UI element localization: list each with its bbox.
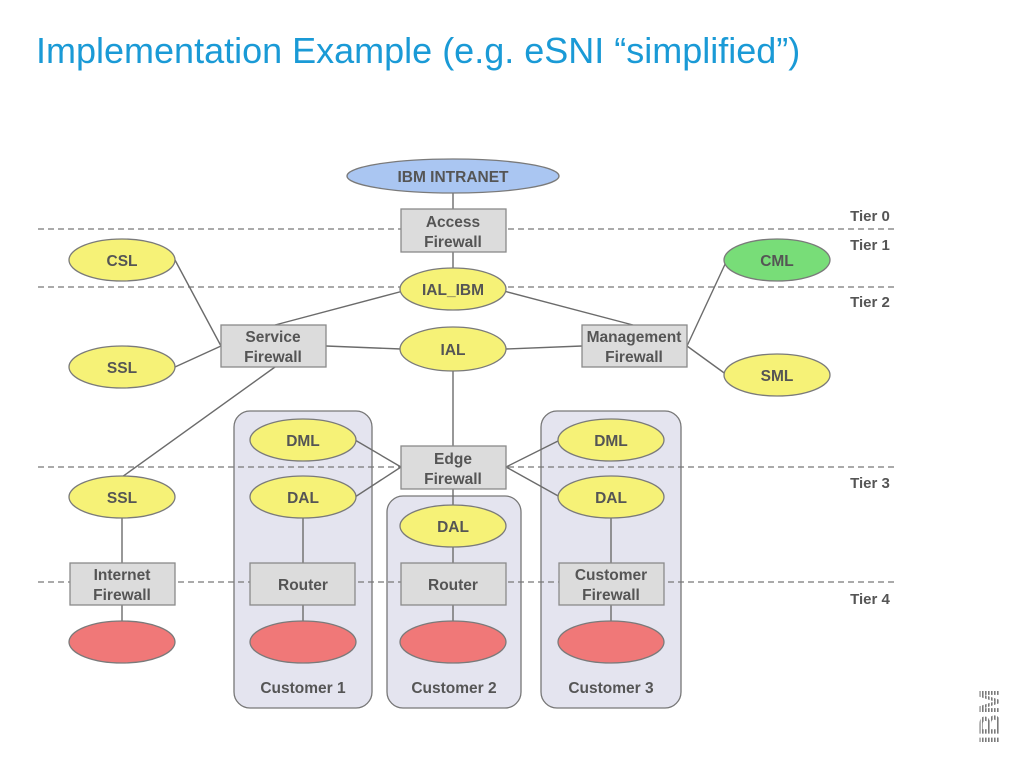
customer-2-label: Customer 2 — [411, 680, 496, 697]
ial-label: IAL — [441, 342, 466, 359]
tier-0-label: Tier 0 — [850, 208, 890, 225]
connector-ssl-service — [174, 345, 222, 368]
connector-dml1-edge — [354, 439, 402, 468]
service-firewall-line-2: Firewall — [244, 349, 302, 366]
dml-customer-1-node: DML — [249, 418, 357, 462]
internet-endpoint-node — [68, 620, 176, 664]
tier-4-label: Tier 4 — [850, 591, 890, 608]
connector-csl-service — [174, 259, 222, 347]
edge-firewall-node: Edge Firewall — [400, 445, 507, 490]
ibm-intranet-label: IBM INTRANET — [397, 169, 509, 186]
ssl-lower-label: SSL — [107, 490, 137, 507]
dal-customer-3-node: DAL — [557, 475, 665, 519]
customer-firewall-line-2: Firewall — [582, 587, 640, 604]
access-firewall-line-2: Firewall — [424, 234, 482, 251]
ial-ibm-node: IAL_IBM — [399, 267, 507, 311]
customer-3-endpoint-node — [557, 620, 665, 664]
connector-edge-dml3 — [505, 439, 561, 468]
connector-service-ssl-lower — [121, 366, 276, 478]
connector-edge-dal3 — [505, 466, 561, 498]
internet-firewall-line-1: Internet — [94, 567, 151, 584]
connector-management-sml — [686, 345, 728, 376]
edge-firewall-line-1: Edge — [434, 451, 472, 468]
dal-customer-1-node: DAL — [249, 475, 357, 519]
dml-customer-3-label: DML — [594, 433, 628, 450]
management-firewall-node: Management Firewall — [581, 324, 688, 368]
sml-node: SML — [723, 353, 831, 397]
dal-customer-2-node: DAL — [399, 504, 507, 548]
access-firewall-line-1: Access — [426, 214, 480, 231]
tier-1-label: Tier 1 — [850, 237, 890, 254]
connector-ialibm-management — [499, 289, 634, 326]
ial-ibm-label: IAL_IBM — [422, 282, 484, 299]
connector-service-ial — [325, 345, 402, 350]
tier-3-label: Tier 3 — [850, 475, 890, 492]
dml-customer-3-node: DML — [557, 418, 665, 462]
connectors — [121, 192, 728, 621]
router-customer-2-label: Router — [428, 577, 478, 594]
management-firewall-line-1: Management — [587, 329, 682, 346]
dal-customer-1-label: DAL — [287, 490, 319, 507]
cml-node: CML — [723, 238, 831, 282]
access-firewall-node: Access Firewall — [400, 208, 507, 253]
ssl-upper-node: SSL — [68, 345, 176, 389]
customer-firewall-line-1: Customer — [575, 567, 647, 584]
slide-title: Implementation Example (e.g. eSNI “simpl… — [36, 30, 801, 71]
cml-label: CML — [760, 253, 794, 270]
ssl-upper-label: SSL — [107, 360, 137, 377]
csl-label: CSL — [107, 253, 138, 270]
ial-node: IAL — [399, 326, 507, 372]
service-firewall-node: Service Firewall — [220, 324, 327, 368]
tier-2-label: Tier 2 — [850, 294, 890, 311]
service-firewall-line-1: Service — [245, 329, 301, 346]
internet-firewall-node: Internet Firewall — [69, 562, 176, 606]
dal-customer-2-label: DAL — [437, 519, 469, 536]
ssl-lower-node: SSL — [68, 475, 176, 519]
edge-firewall-line-2: Firewall — [424, 471, 482, 488]
connector-management-cml — [686, 259, 728, 347]
dal-customer-3-label: DAL — [595, 490, 627, 507]
router-customer-1-node: Router — [249, 562, 356, 606]
ibm-logo: IBM — [974, 689, 1007, 744]
dml-customer-1-label: DML — [286, 433, 320, 450]
router-customer-2-node: Router — [400, 562, 507, 606]
ibm-intranet-node: IBM INTRANET — [346, 158, 560, 194]
customer-1-endpoint-node — [249, 620, 357, 664]
sml-label: SML — [761, 368, 794, 385]
connector-ialibm-service — [274, 289, 408, 326]
customer-1-label: Customer 1 — [260, 680, 346, 697]
customer-firewall-node: Customer Firewall — [558, 562, 665, 606]
connector-dal1-edge — [354, 466, 402, 498]
internet-firewall-line-2: Firewall — [93, 587, 151, 604]
router-customer-1-label: Router — [278, 577, 328, 594]
customer-3-label: Customer 3 — [568, 680, 654, 697]
ibm-logo-text: IBM — [974, 689, 1007, 744]
management-firewall-line-2: Firewall — [605, 349, 663, 366]
customer-2-endpoint-node — [399, 620, 507, 664]
csl-node: CSL — [68, 238, 176, 282]
connector-ial-management — [505, 345, 583, 350]
